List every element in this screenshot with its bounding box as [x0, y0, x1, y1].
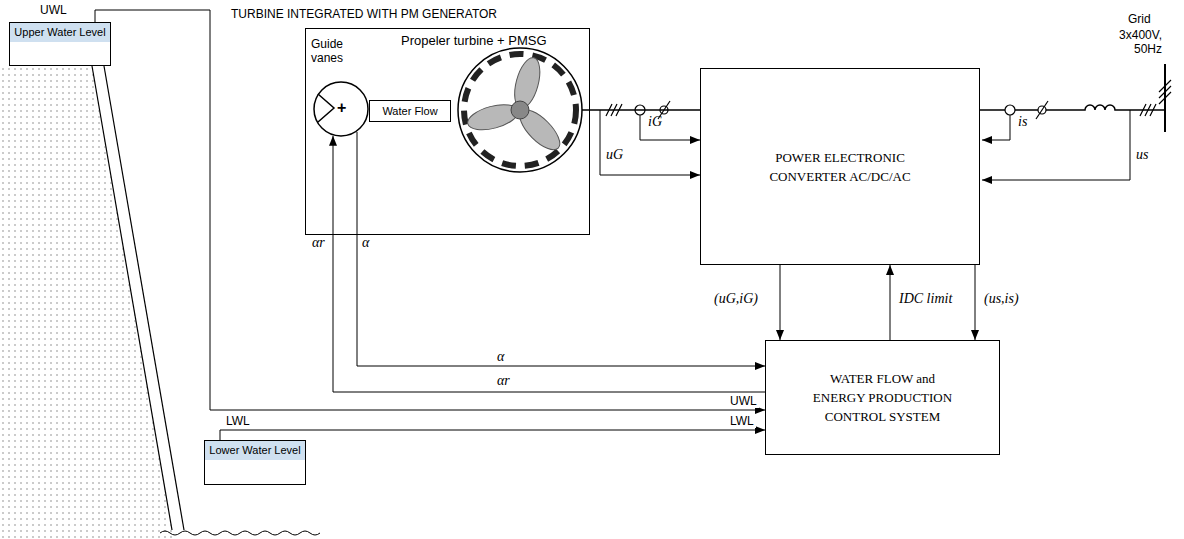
connector: [590, 109, 700, 111]
grid-rating: 3x400V, 50Hz: [1096, 28, 1162, 56]
signal-name: uG: [606, 148, 623, 162]
current-measurement: [982, 115, 1010, 140]
connector: [780, 265, 781, 340]
pm-generator: [458, 48, 582, 172]
reservoir-box: Lower Water Level: [204, 440, 306, 485]
connector-label: UWL: [728, 394, 759, 408]
control-box: WATER FLOW and ENERGY PRODUCTION CONTROL…: [765, 340, 1000, 455]
signal-name: UWL: [40, 3, 67, 17]
voltage-measurement: [600, 110, 700, 175]
voltage-measurement: [982, 110, 1130, 180]
penstock-wall: [92, 66, 172, 530]
connector-label: (uG,iG): [712, 292, 760, 306]
converter-box: POWER ELECTRONIC CONVERTER AC/DC/AC: [700, 68, 980, 265]
grid-label: Grid: [1128, 12, 1151, 26]
current-measurement: [640, 115, 700, 140]
penstock-wall: [104, 66, 184, 530]
node-text: Upper Water Level: [14, 26, 105, 39]
node-text: Water Flow: [382, 105, 437, 117]
connector: [95, 10, 765, 410]
connector-label: α: [495, 350, 506, 364]
node-text: WATER FLOW and ENERGY PRODUCTION CONTROL…: [803, 369, 963, 426]
node-text: Lower Water Level: [209, 444, 300, 457]
signal-name: αr: [312, 236, 325, 250]
heading: TURBINE INTEGRATED WITH PM GENERATOR: [231, 7, 497, 21]
reservoir-box: Upper Water Level: [9, 22, 111, 66]
node-text: POWER ELECTRONIC CONVERTER AC/DC/AC: [745, 148, 935, 186]
signal-name: LWL: [226, 414, 250, 428]
water-symbol: [45, 42, 270, 478]
connector-label: IDC limit: [897, 292, 954, 306]
guide-vane-symbol: [318, 94, 334, 122]
ground-dots: [0, 68, 172, 539]
signal-name: α: [362, 236, 369, 250]
connector: [975, 265, 976, 340]
circle-outline: [314, 82, 368, 136]
water-surface: [160, 531, 320, 535]
connector-label: αr: [495, 374, 512, 388]
connector-label: (us,is): [982, 292, 1021, 306]
signal-name: us: [1136, 148, 1148, 162]
connector: [890, 265, 891, 340]
node-text: Propeler turbine + PMSG: [401, 33, 547, 48]
connector: [220, 430, 765, 440]
turbine-housing: TURBINE INTEGRATED WITH PM GENERATORProp…: [305, 28, 590, 235]
signal-name: is: [1018, 115, 1027, 129]
generator-wire: [582, 109, 590, 111]
connector-label: LWL: [728, 414, 756, 428]
signal-name: iG: [648, 115, 662, 129]
node-text: Guide vanes: [311, 37, 361, 65]
vane-symbol: +: [337, 99, 346, 117]
grid-side-symbols: [1005, 64, 1171, 132]
water-flow-box: Water Flow: [369, 100, 451, 122]
